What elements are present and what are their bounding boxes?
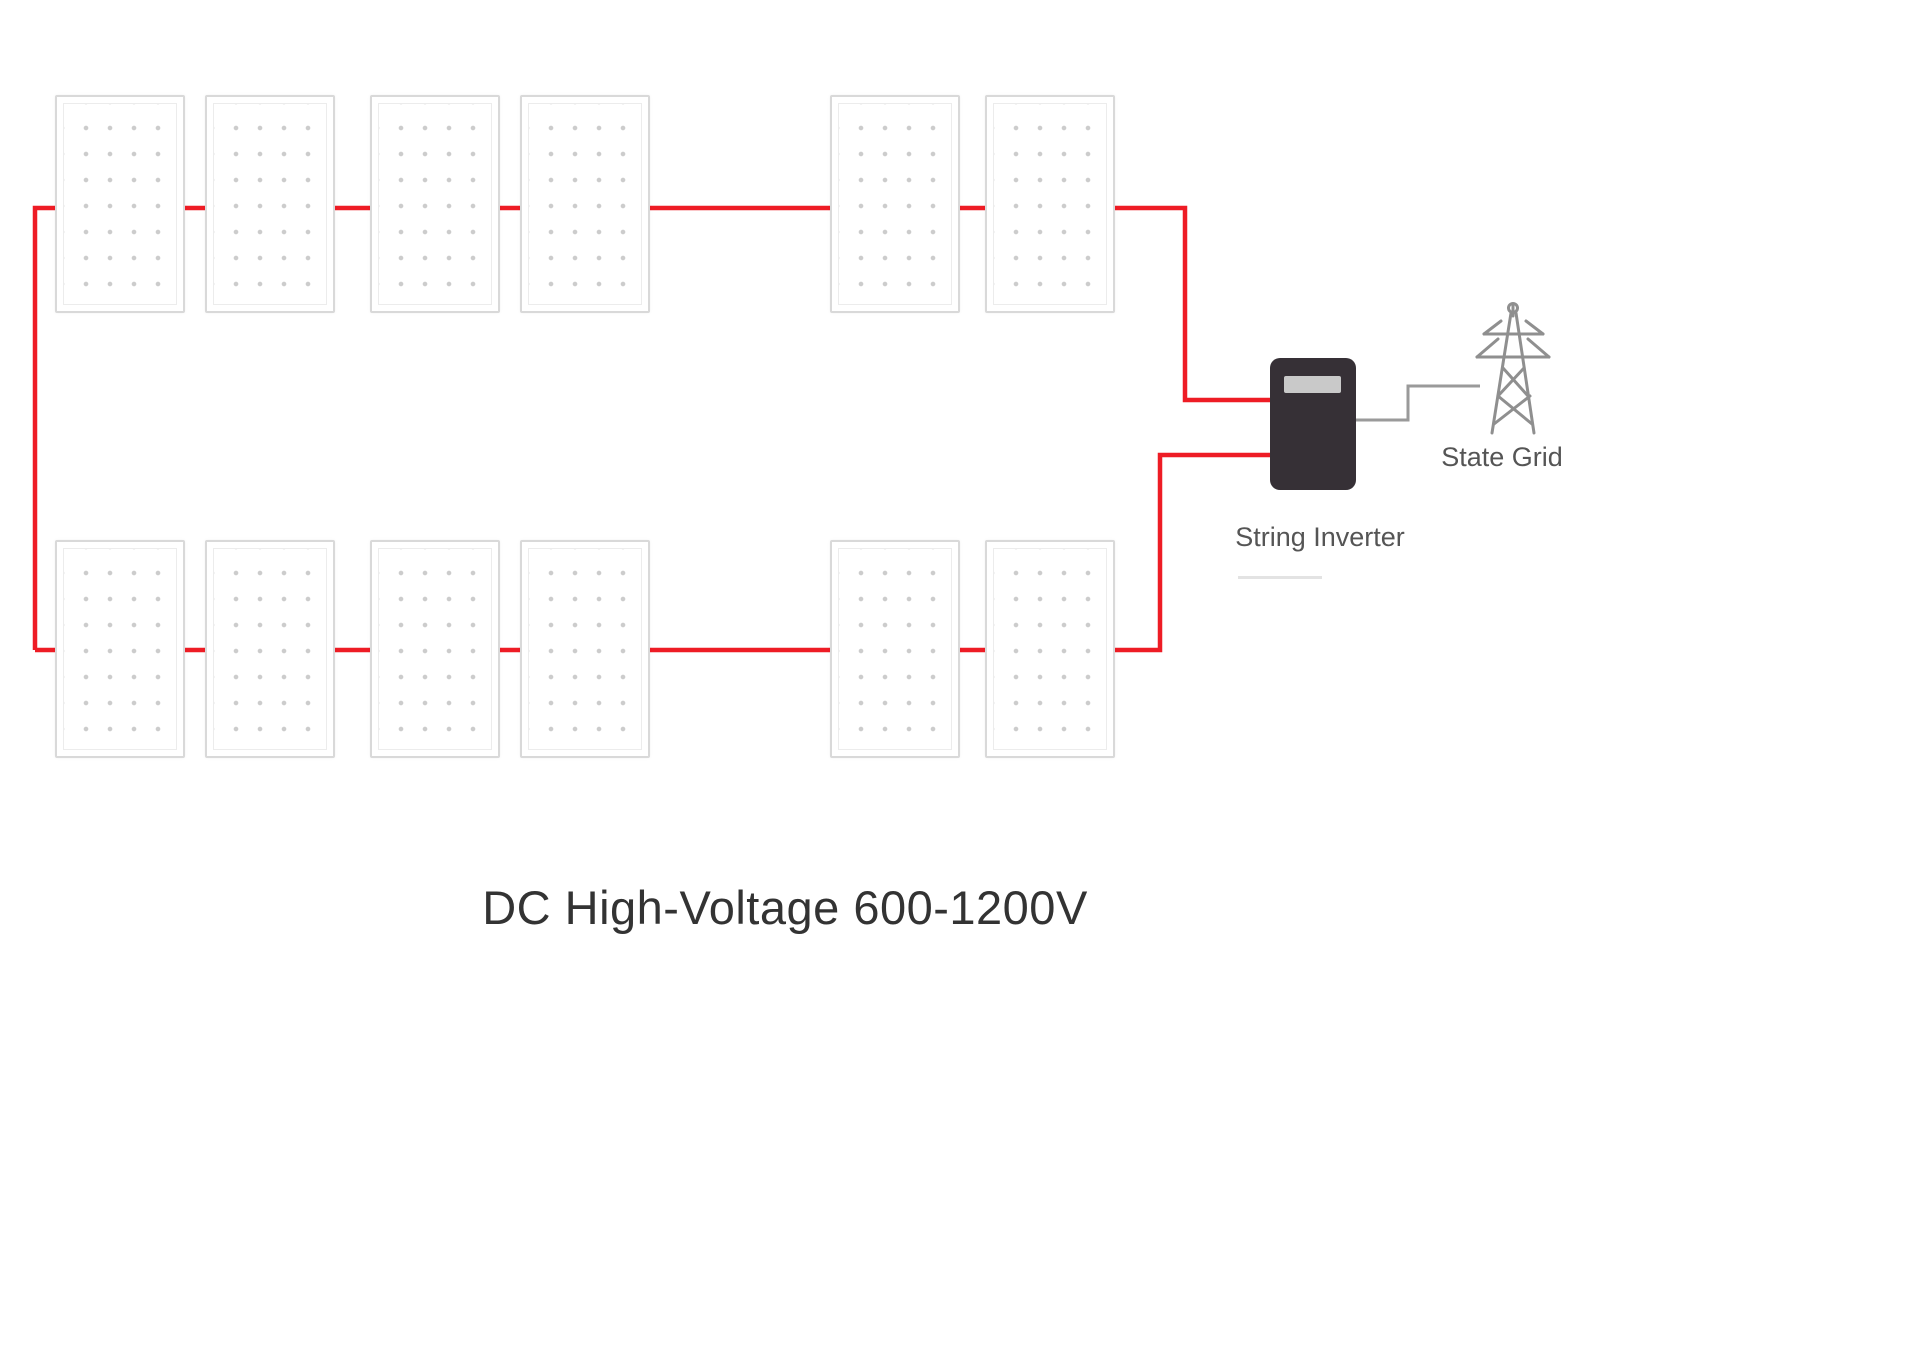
solar-panel <box>55 95 185 313</box>
solar-panel-cells <box>993 103 1107 305</box>
wire-top-string <box>32 205 1270 650</box>
solar-panel-cells <box>838 548 952 750</box>
solar-panel <box>205 540 335 758</box>
solar-panel <box>205 95 335 313</box>
grid-connector-line <box>1356 384 1480 422</box>
state-grid-label: State Grid <box>1441 442 1563 472</box>
diagram-caption: DC High-Voltage 600-1200V <box>482 881 1088 934</box>
solar-panel-cells <box>63 103 177 305</box>
solar-panel <box>55 540 185 758</box>
solar-panel-cells <box>378 548 492 750</box>
string-inverter-label: String Inverter <box>1235 522 1405 552</box>
solar-panel <box>985 540 1115 758</box>
inverter-shadow-line <box>1238 576 1322 579</box>
solar-panel <box>520 95 650 313</box>
solar-panel <box>830 540 960 758</box>
transmission-tower-icon <box>1475 302 1551 435</box>
string-inverter <box>1270 358 1356 490</box>
solar-panel-cells <box>838 103 952 305</box>
inverter-display <box>1284 376 1341 393</box>
solar-panel-cells <box>63 548 177 750</box>
solar-panel-cells <box>993 548 1107 750</box>
solar-panel-cells <box>378 103 492 305</box>
solar-panel-cells <box>528 103 642 305</box>
solar-panel <box>830 95 960 313</box>
solar-panel <box>370 540 500 758</box>
solar-panel <box>985 95 1115 313</box>
solar-panel-cells <box>528 548 642 750</box>
solar-panel <box>520 540 650 758</box>
solar-panel-cells <box>213 548 327 750</box>
solar-panel-cells <box>213 103 327 305</box>
solar-panel <box>370 95 500 313</box>
